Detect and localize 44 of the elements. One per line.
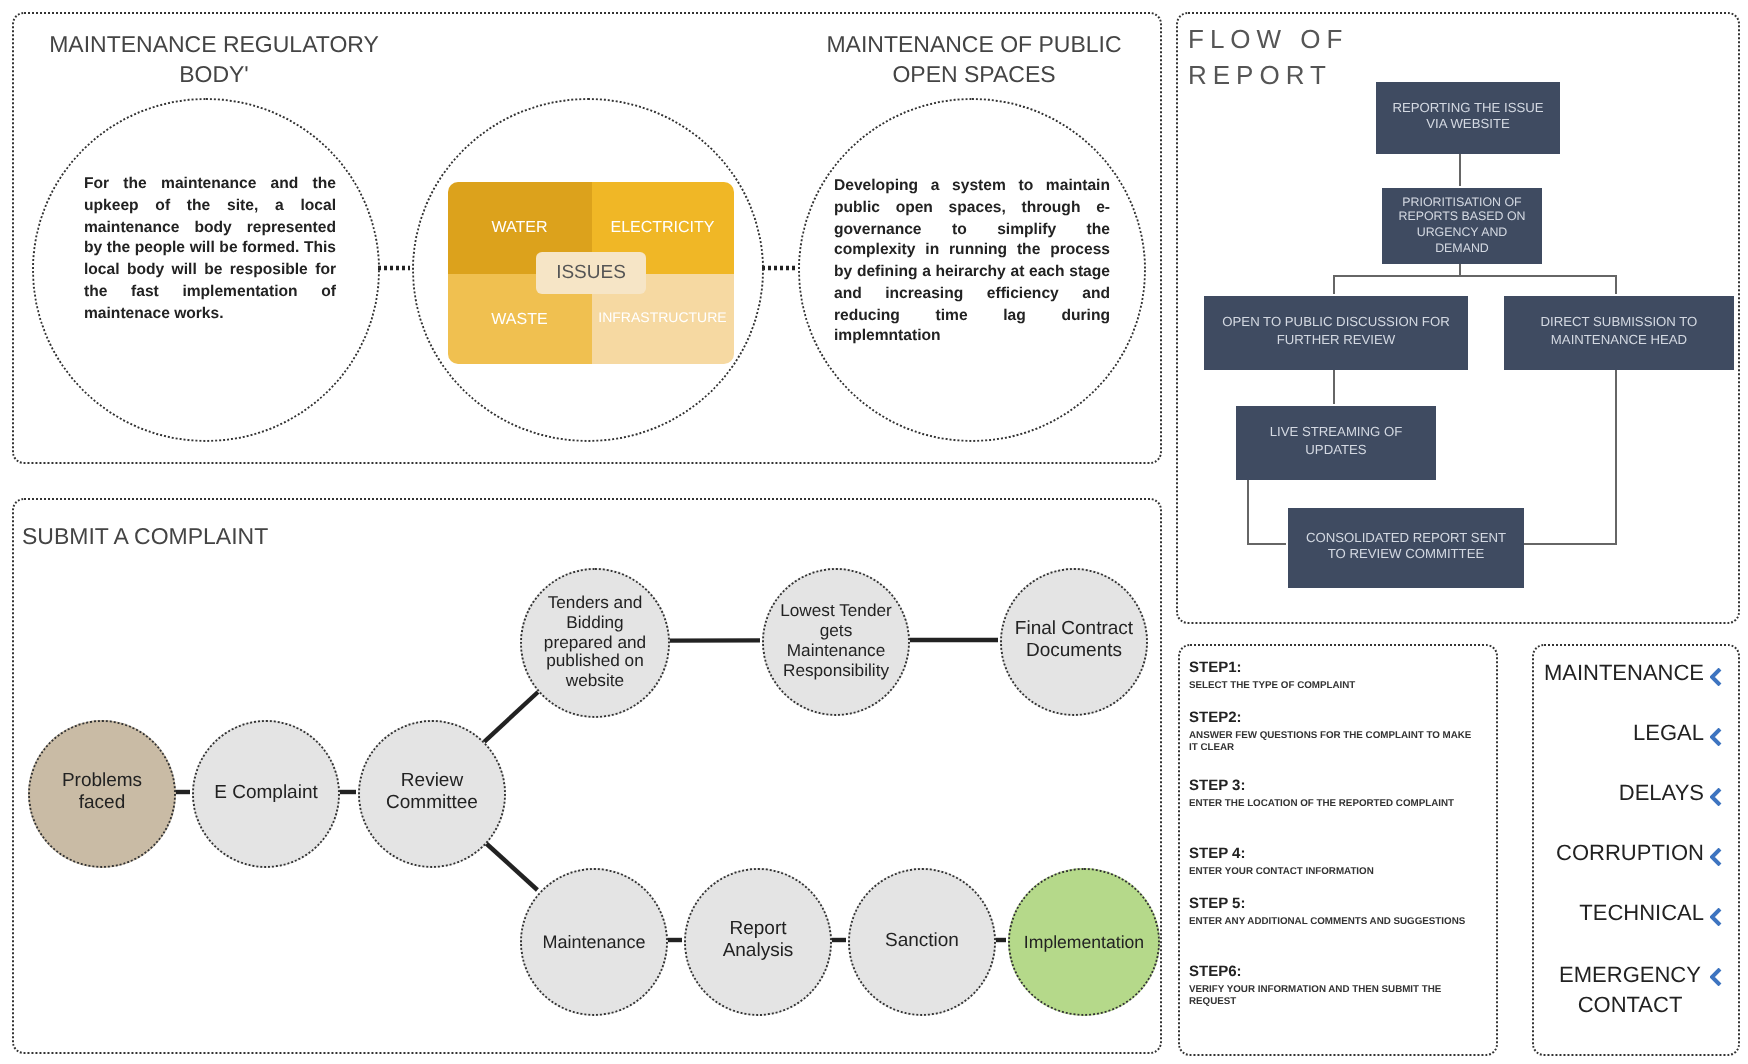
- node-text: Problems faced: [59, 772, 145, 816]
- process-box: [1376, 82, 1560, 154]
- category-label: LEGAL: [1633, 722, 1704, 746]
- process-box: [1288, 508, 1524, 588]
- connector-line: [1333, 367, 1335, 405]
- dotted-connector: [762, 265, 796, 271]
- category-label: DELAYS: [1618, 782, 1704, 806]
- node-text: Report Analysis: [720, 920, 796, 964]
- process-box: [1504, 296, 1734, 370]
- node-text: Implementation: [1023, 931, 1145, 953]
- process-box: [1382, 188, 1542, 264]
- connector-line: [1247, 477, 1287, 545]
- panel-frame: [12, 12, 1162, 464]
- connector-line: [668, 638, 760, 643]
- process-box: [1236, 406, 1436, 480]
- circle-frame: [412, 98, 764, 442]
- panel-title: SUBMIT A COMPLAINT: [22, 526, 271, 550]
- connector-line: [1459, 151, 1461, 187]
- node-text: E Complaint: [214, 783, 318, 805]
- panel-frame: [1176, 12, 1740, 624]
- node-text: Review Committee: [384, 772, 480, 816]
- node-text: Sanction: [885, 931, 959, 953]
- node-text: Lowest Tender gets Maintenance Responsibility: [778, 602, 894, 682]
- issues-label: ISSUES: [536, 252, 646, 294]
- panel-frame: [12, 498, 1162, 1054]
- circle-heading: MAINTENANCE OF PUBLIC OPEN SPACES: [824, 32, 1124, 92]
- steps-panel: [1178, 644, 1498, 1056]
- category-panel: [1532, 644, 1740, 1056]
- connector-line: [908, 637, 998, 643]
- issues-grid: [448, 182, 734, 364]
- node-text: Maintenance: [542, 931, 646, 953]
- dotted-connector: [378, 265, 410, 271]
- connector-line: [482, 690, 540, 744]
- node-text: Tenders and Bidding prepared and published on website: [541, 593, 649, 693]
- process-box: [1204, 296, 1468, 370]
- category-label: CORRUPTION: [1556, 842, 1704, 866]
- category-label: MAINTENANCE: [1543, 662, 1704, 686]
- panel-title: FLOW OF REPORT: [1188, 22, 1351, 93]
- connector-line: [1521, 367, 1617, 545]
- category-label: TECHNICAL: [1579, 902, 1704, 926]
- node-text: Final Contract Documents: [1014, 620, 1134, 664]
- circle-heading: MAINTENANCE REGULATORY BODY': [47, 32, 381, 92]
- connector-line: [483, 840, 539, 892]
- category-label: EMERGENCY CONTACT: [1557, 962, 1703, 1023]
